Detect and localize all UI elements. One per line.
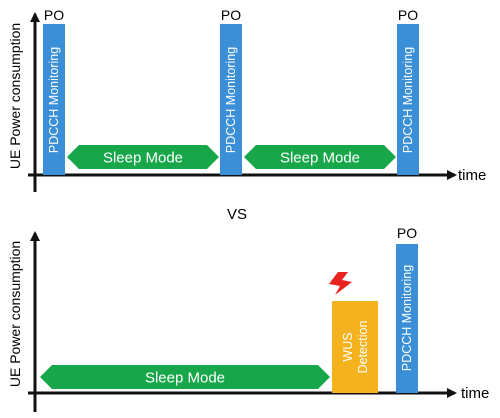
bottom-diagram: UE Power consumption time Sleep Mode WUS… [7,225,489,412]
wus-label-line2: Detection [356,321,370,374]
wus-detection-block: WUS Detection [332,301,378,393]
bottom-y-axis-label: UE Power consumption [7,241,23,387]
sleep-label-1: Sleep Mode [103,150,183,167]
top-x-axis-label: time [458,167,486,184]
po-label-3: PO [398,7,418,23]
pdcch-label-1: PDCCH Monitoring [47,47,61,153]
lightning-icon [329,272,352,295]
pdcch-monitoring-bar-1: PDCCH Monitoring [43,24,65,175]
sleep-label-2: Sleep Mode [280,150,360,167]
pdcch-monitoring-bar-2: PDCCH Monitoring [220,24,242,175]
vs-label: VS [227,206,247,223]
pdcch-monitoring-bar-bottom: PDCCH Monitoring [396,244,418,393]
wus-label-line1: WUS [341,332,355,361]
top-diagram: UE Power consumption time PDCCH Monitori… [7,7,486,192]
pdcch-label-2: PDCCH Monitoring [224,47,238,153]
top-y-axis-label: UE Power consumption [7,23,23,169]
sleep-mode-block-2: Sleep Mode [244,145,396,169]
pdcch-monitoring-bar-3: PDCCH Monitoring [397,24,419,175]
po-label-bottom: PO [397,225,417,241]
po-label-2: PO [221,7,241,23]
sleep-mode-block-1: Sleep Mode [67,145,219,169]
po-label-1: PO [44,7,64,23]
pdcch-label-3: PDCCH Monitoring [401,47,415,153]
sleep-mode-block-long: Sleep Mode [40,365,330,389]
sleep-label-long: Sleep Mode [145,370,225,387]
bottom-x-axis-label: time [461,385,489,402]
pdcch-label-bottom: PDCCH Monitoring [400,265,414,371]
